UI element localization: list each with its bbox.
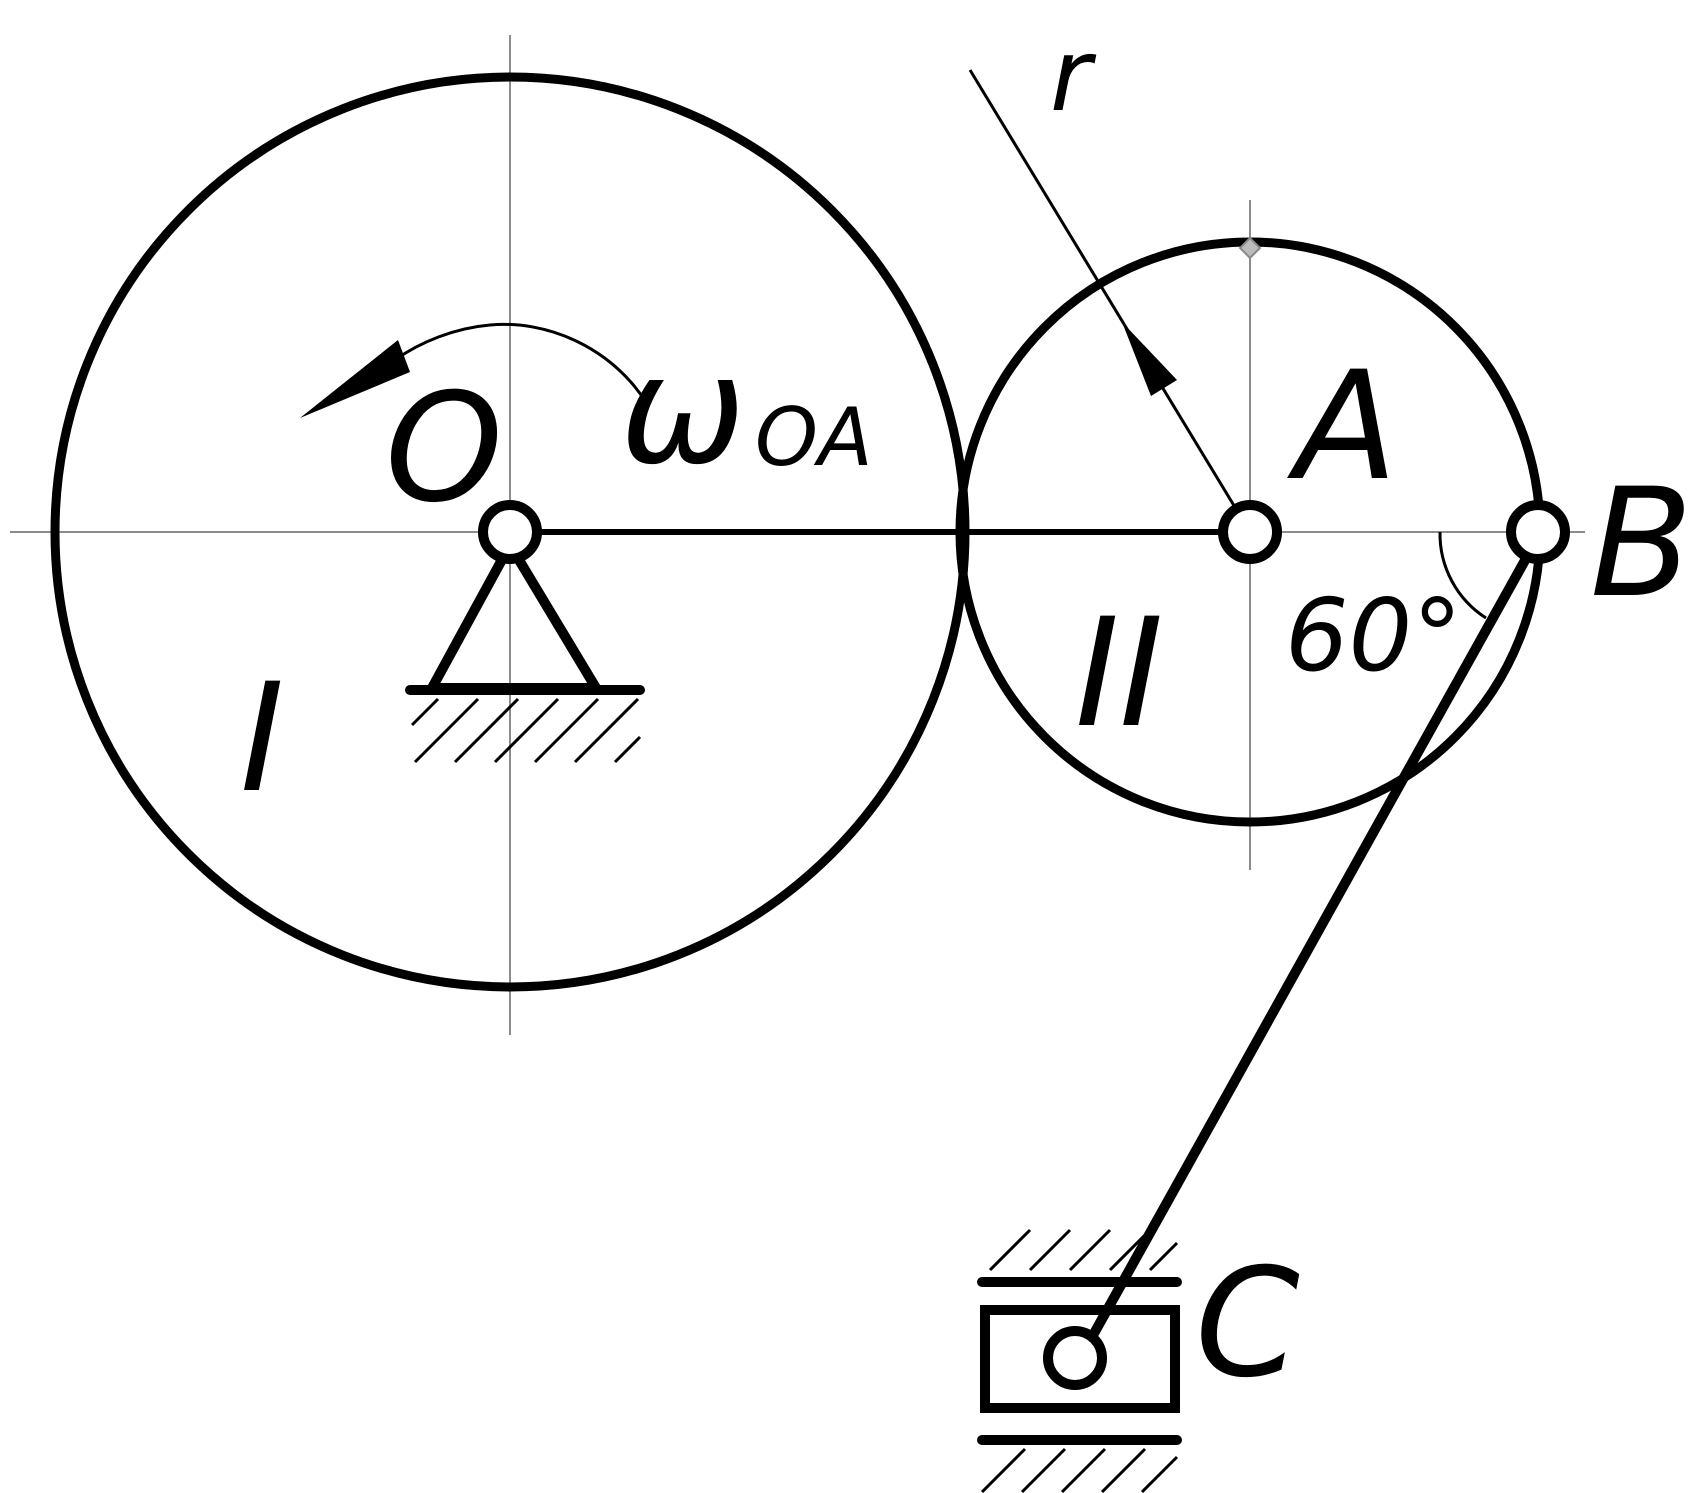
wheel-2-top-marker [1238,236,1262,260]
upper-guide-hatching [988,1228,1179,1272]
label-a: A [1287,340,1398,514]
joint-b [1506,500,1570,564]
slider-block [980,1305,1180,1413]
label-c: C [1195,1237,1300,1411]
support-hatching [410,697,642,764]
joint-o [478,500,542,564]
label-omega-subscript: OA [755,391,873,484]
label-omega: ω [620,324,746,498]
lower-guide-hatching [980,1447,1179,1493]
angle-arc [1438,531,1487,620]
omega-arc-arrow [394,322,650,406]
radius-arrowhead [1122,322,1177,396]
slider-c-assembly [977,1228,1182,1493]
label-wheel-2: II [1075,587,1163,761]
connecting-rod-bc [1077,532,1543,1360]
label-radius: r [1050,17,1097,134]
radius-line [968,69,1252,533]
joint-c [1043,1326,1107,1390]
label-angle: 60° [1285,577,1462,694]
label-o: O [385,362,503,536]
label-b: B [1590,457,1693,631]
support-triangle [427,540,601,693]
label-wheel-1: I [240,652,284,826]
fixed-support-o [405,540,645,764]
omega-arrowhead [300,340,410,418]
joint-a [1218,500,1282,564]
